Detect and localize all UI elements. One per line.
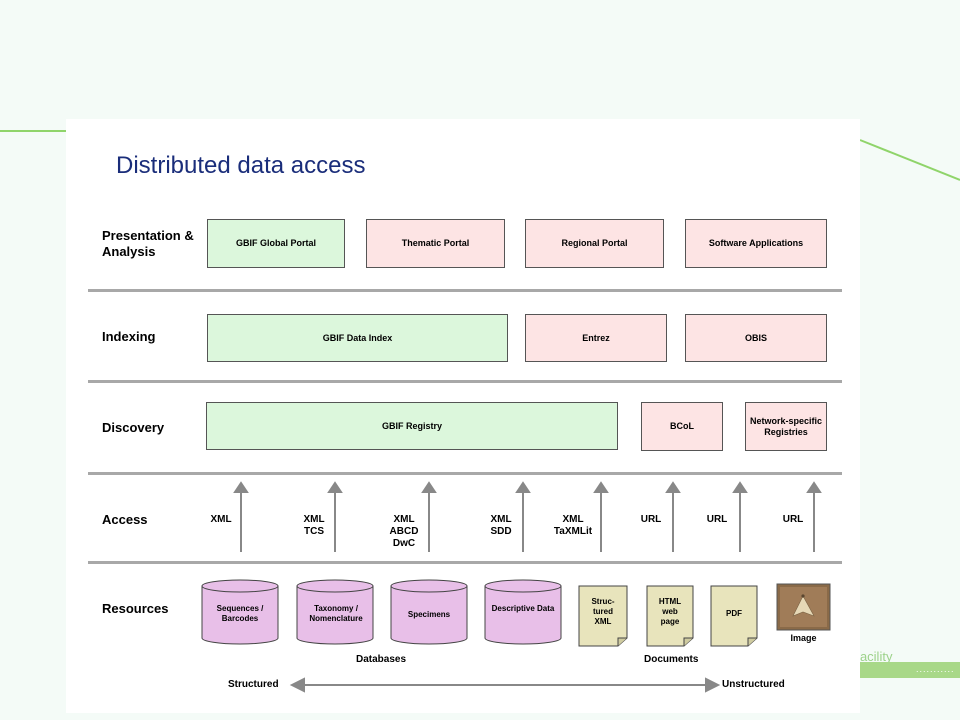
- footer-partial-text: Facility: [852, 649, 893, 664]
- layer-separator: [88, 561, 842, 564]
- up-arrow-head: [233, 481, 249, 493]
- up-arrow-head: [327, 481, 343, 493]
- access-protocol-label: XML SDD: [490, 514, 512, 537]
- document-fold: [683, 637, 693, 646]
- box-gbif-data-index: GBIF Data Index: [207, 314, 508, 362]
- scale-label-structured: Structured: [228, 679, 279, 690]
- group-label-documents: Documents: [644, 654, 699, 665]
- document-fold: [747, 637, 757, 646]
- slide: Distributed data access Presentation & A…: [66, 119, 860, 713]
- box-entrez: Entrez: [525, 314, 667, 362]
- database-cylinder: [484, 579, 562, 645]
- database-cylinder: [390, 579, 468, 645]
- group-label-databases: Databases: [356, 654, 407, 665]
- up-arrow-head: [665, 481, 681, 493]
- access-protocol-label: URL: [782, 514, 804, 525]
- database-label: Taxonomy / Nomenclature: [309, 604, 363, 623]
- document-label: PDF: [726, 609, 742, 618]
- database-label: Specimens: [407, 610, 451, 619]
- database-label: Descriptive Data: [491, 604, 555, 613]
- database-cylinder: [201, 579, 279, 645]
- layer-label-access: Access: [102, 512, 148, 527]
- layer-label-indexing: Indexing: [102, 329, 156, 344]
- moth-image: [776, 583, 831, 631]
- resource-shapes: [201, 579, 831, 693]
- footer-dots: ...........: [916, 664, 955, 674]
- box-network-registries: Network-specific Registries: [745, 402, 827, 451]
- access-protocol-label: URL: [640, 514, 662, 525]
- scale-label-unstructured: Unstructured: [722, 679, 785, 690]
- up-arrow-head: [421, 481, 437, 493]
- structured-scale-arrow: [289, 677, 721, 693]
- accent-line-right: [859, 139, 960, 181]
- layer-separator: [88, 380, 842, 383]
- box-thematic-portal: Thematic Portal: [366, 219, 505, 268]
- access-protocol-label: XML: [210, 514, 232, 525]
- access-protocol-label: XML ABCD DwC: [389, 514, 419, 549]
- access-protocol-label: URL: [706, 514, 728, 525]
- document-fold: [617, 637, 627, 646]
- access-protocol-label: XML TCS: [303, 514, 325, 537]
- layer-separator: [88, 289, 842, 292]
- layer-separator: [88, 472, 842, 475]
- layer-label-resources: Resources: [102, 601, 169, 616]
- box-gbif-global-portal: GBIF Global Portal: [207, 219, 345, 268]
- box-software-applications: Software Applications: [685, 219, 827, 268]
- layer-label-presentation: Presentation & Analysis: [102, 228, 194, 259]
- up-arrow-head: [806, 481, 822, 493]
- up-arrow-head: [593, 481, 609, 493]
- box-bcol: BCoL: [641, 402, 723, 451]
- box-obis: OBIS: [685, 314, 827, 362]
- box-gbif-registry: GBIF Registry: [206, 402, 618, 450]
- database-label: Sequences / Barcodes: [216, 604, 264, 623]
- access-protocol-label: XML TaXMLit: [553, 514, 593, 537]
- box-regional-portal: Regional Portal: [525, 219, 664, 268]
- layer-label-discovery: Discovery: [102, 420, 165, 435]
- slide-title: Distributed data access: [116, 152, 366, 179]
- document-label: Struc- tured XML: [591, 597, 615, 626]
- access-arrows: [233, 481, 822, 552]
- image-label: Image: [790, 633, 817, 643]
- document-label: HTML web page: [658, 597, 682, 626]
- up-arrow-head: [515, 481, 531, 493]
- up-arrow-head: [732, 481, 748, 493]
- database-cylinder: [296, 579, 374, 645]
- footer-band: [852, 662, 960, 678]
